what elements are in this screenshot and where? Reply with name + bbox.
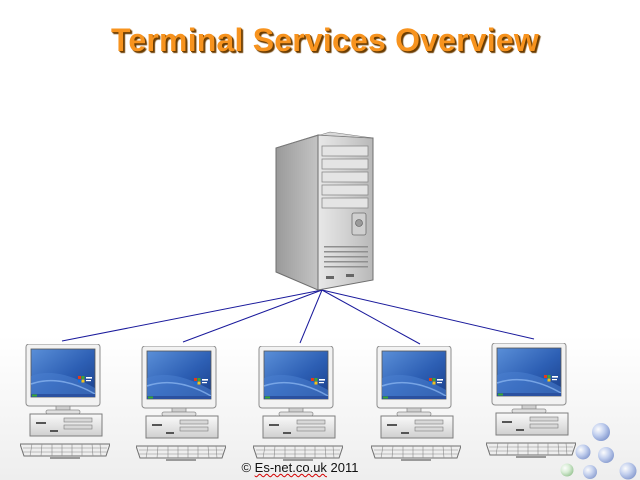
client-workstation-1 bbox=[20, 344, 110, 460]
tower-server-icon bbox=[275, 131, 374, 291]
connection-line bbox=[299, 289, 323, 344]
desktop-workstation-icon bbox=[136, 346, 226, 462]
copyright-site: Es-net.co.uk bbox=[254, 460, 327, 475]
connection-line bbox=[321, 289, 421, 345]
decorative-bubbles bbox=[560, 423, 637, 480]
copyright-year: 2011 bbox=[326, 460, 359, 475]
client-workstation-5 bbox=[486, 343, 576, 459]
connection-lines bbox=[61, 289, 535, 345]
desktop-workstation-icon bbox=[371, 346, 461, 462]
copyright-prefix: © bbox=[241, 460, 255, 475]
desktop-workstation-icon bbox=[20, 344, 110, 460]
client-workstation-2 bbox=[136, 346, 226, 462]
client-workstation-4 bbox=[371, 346, 461, 462]
client-workstation-3 bbox=[253, 346, 343, 462]
slide-title: Terminal Services Overview bbox=[111, 22, 539, 58]
desktop-workstation-icon bbox=[253, 346, 343, 462]
connection-line bbox=[182, 289, 323, 343]
connection-line bbox=[321, 289, 535, 340]
desktop-workstation-icon bbox=[486, 343, 576, 459]
copyright-footer: © Es-net.co.uk 2011 bbox=[0, 460, 600, 475]
connection-line bbox=[61, 289, 323, 342]
